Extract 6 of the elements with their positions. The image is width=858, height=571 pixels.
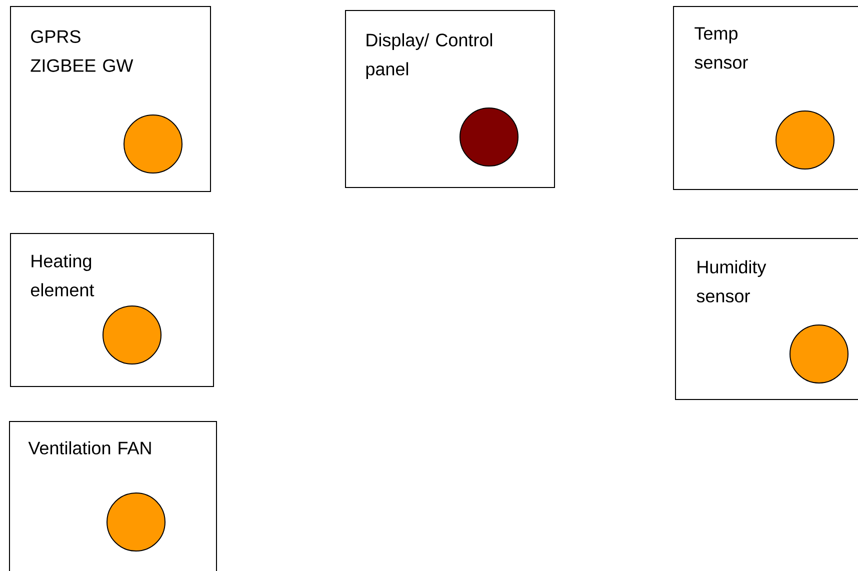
device-box: Temp sensor — [673, 6, 858, 190]
device-box: Heating element — [10, 233, 214, 387]
device-box: Humidity sensor — [675, 238, 858, 400]
device-box: GPRS ZIGBEE GW — [10, 6, 211, 192]
device-box: Display/ Control panel — [345, 10, 555, 188]
device-box: Ventilation FAN — [9, 421, 217, 571]
